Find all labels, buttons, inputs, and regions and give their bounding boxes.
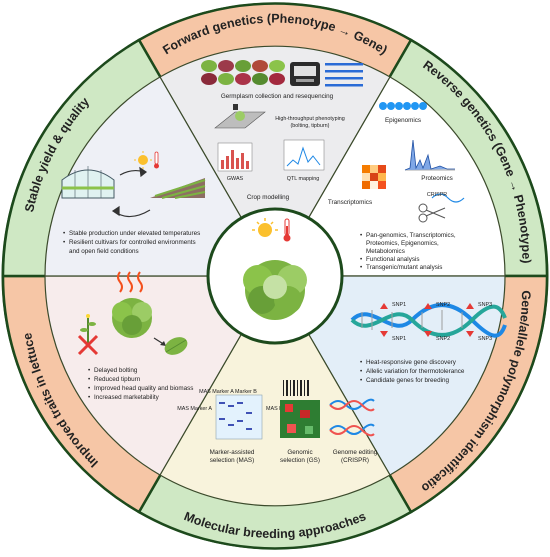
bolting-plant-crossed-icon (77, 314, 99, 356)
snp-bullet-1: Heat-responsive gene discovery (366, 359, 457, 366)
mas-marker-a-label: MAS Marker A (177, 406, 212, 412)
lettuce-head-icon (112, 298, 152, 338)
dna-helix-icon (350, 303, 507, 338)
svg-text:•: • (88, 376, 90, 383)
reverse-bullet-1c: Metabolomics (366, 248, 405, 255)
snp3-label-bottom: SNP3 (478, 336, 492, 342)
sequencer-icon (290, 62, 320, 86)
stable-bullet-1: Stable production under elevated tempera… (69, 230, 200, 237)
gwas-label: GWAS (227, 176, 244, 182)
snp2-label-top: SNP2 (436, 302, 450, 308)
cycle-arrows-icon (111, 166, 151, 218)
germplasm-label: Germplasm collection and resequencing (221, 93, 334, 100)
arrow-right-icon (153, 337, 166, 346)
svg-text:•: • (360, 377, 362, 384)
stable-bullet-2: Resilient cultivars for controlled envir… (69, 239, 196, 246)
stable-bullets: • Stable production under elevated temper… (63, 230, 200, 255)
reverse-bullet-1: Pan-genomics, Transcriptomics, (366, 232, 456, 239)
svg-text:•: • (360, 264, 362, 271)
snp-bullet-3: Candidate genes for breeding (366, 377, 449, 384)
snp2-label-bottom: SNP2 (436, 336, 450, 342)
mas-label-1: Marker-assisted (210, 449, 255, 456)
svg-text:•: • (63, 230, 65, 237)
improved-bullet-4: Increased marketability (94, 394, 160, 401)
improved-bullet-3: Improved head quality and biomass (94, 385, 193, 392)
gs-label-2: selection (GS) (280, 457, 320, 464)
heat-waves-icon (117, 271, 143, 293)
epigenomics-label: Epigenomics (385, 117, 421, 124)
svg-text:•: • (88, 394, 90, 401)
qtl-plot-icon (283, 139, 325, 171)
svg-text:•: • (360, 232, 362, 239)
mas-gel-icon (215, 394, 263, 440)
reverse-bullet-3: Transgenic/mutant analysis (366, 264, 442, 271)
genomic-selection-heatmap-icon (280, 400, 320, 438)
sun-icon (134, 151, 152, 169)
sector-breeding (159, 274, 391, 507)
qtl-label: QTL mapping (287, 176, 319, 182)
sector-reverse (273, 76, 506, 277)
reverse-bullet-1b: Proteomics, Epigenomics, (366, 240, 439, 247)
crop-modelling-label: Crop modelling (247, 194, 290, 201)
center-lettuce-icon (243, 260, 307, 320)
transcriptomics-label: Transcriptomics (328, 199, 372, 206)
epigenomics-icon (379, 102, 427, 110)
crispr-label: CRISPR (427, 192, 447, 198)
improved-bullet-1: Delayed bolting (94, 367, 138, 374)
genome-editing-dna-icon (329, 398, 375, 437)
snp1-label-bottom: SNP1 (392, 336, 406, 342)
phenotyping-label-2: (bolting, tipburn) (291, 123, 330, 129)
stable-bullet-2b: and open field conditions (69, 248, 139, 255)
svg-text:•: • (360, 256, 362, 263)
open-field-icon (150, 178, 206, 199)
improved-bullet-2: Reduced tipburn (94, 376, 141, 383)
snp1-label-top: SNP1 (392, 302, 406, 308)
snp-bullets: • Heat-responsive gene discovery • Allelic… (360, 359, 465, 384)
ge-label-2: (CRISPR) (341, 457, 369, 464)
sequence-reads-icon (325, 63, 363, 87)
svg-text:•: • (360, 359, 362, 366)
reverse-bullet-2: Functional analysis (366, 256, 420, 263)
mas-label-2: selection (MAS) (210, 457, 254, 464)
sector-stable (44, 76, 277, 277)
snp3-label-top: SNP3 (478, 302, 492, 308)
svg-text:•: • (88, 367, 90, 374)
crispr-scissors-icon (418, 193, 465, 223)
improved-bullets: • Delayed bolting • Reduced tipburn • Impro… (88, 367, 193, 401)
barcode-icon (283, 380, 309, 396)
greenhouse-icon (61, 166, 115, 199)
center-sun-icon (252, 218, 278, 237)
gs-label-1: Genomic (287, 449, 312, 456)
germplasm-lettuce-icons (201, 60, 285, 85)
center-thermometer-icon (283, 218, 291, 242)
svg-text:•: • (88, 385, 90, 392)
proteomics-spectrum-icon (404, 139, 455, 171)
reverse-bullets: • Pan-genomics, Transcriptomics, Proteomi… (360, 232, 456, 271)
sector-forward (159, 45, 391, 278)
svg-text:•: • (63, 239, 65, 246)
ge-label-1: Genome editing (333, 449, 378, 456)
gwas-plot-icon (217, 142, 253, 172)
sector-snp (273, 275, 506, 476)
mas-marker-ab-label: MAS Marker A Marker B (199, 389, 257, 395)
thermometer-icon (154, 151, 159, 169)
snp-bullet-2: Allelic variation for thermotolerance (366, 368, 465, 375)
lettuce-leaf-icon (164, 337, 188, 355)
svg-text:•: • (360, 368, 362, 375)
phenotyping-label-1: High-throughput phenotyping (275, 116, 345, 122)
sector-improved (44, 275, 277, 476)
transcriptomics-heatmap-icon (362, 165, 386, 189)
phenotyping-platform-icon (214, 104, 266, 129)
proteomics-label: Proteomics (421, 175, 453, 182)
